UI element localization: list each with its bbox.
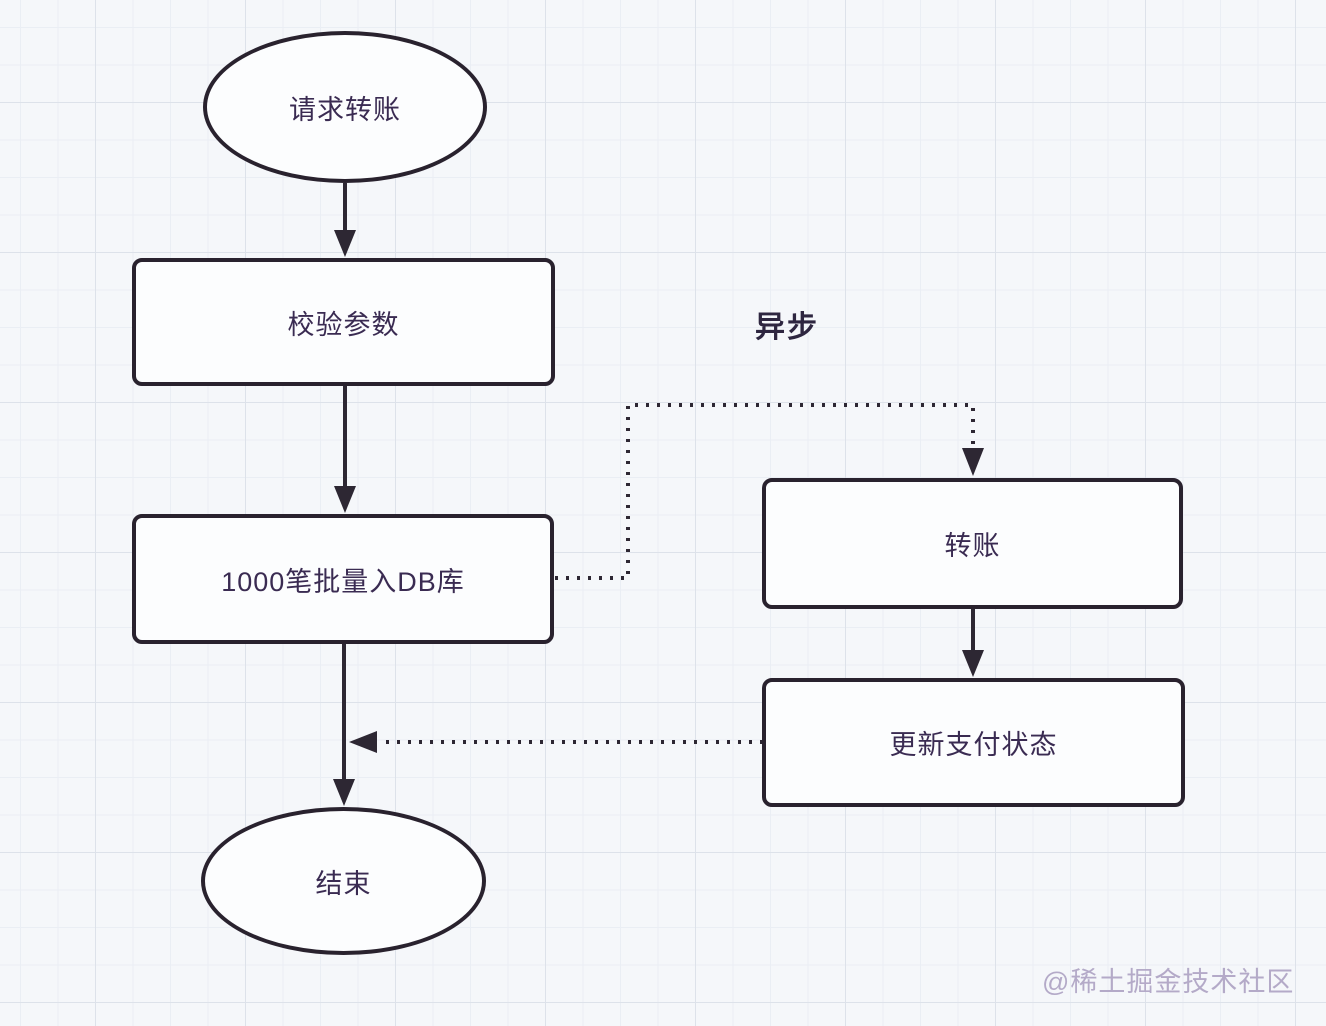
node-update-payment-status: 更新支付状态 <box>762 678 1185 807</box>
edge-transfer-update <box>962 609 984 677</box>
edge-label-async: 异步 <box>755 311 819 344</box>
node-transfer: 转账 <box>762 478 1183 609</box>
node-end-label: 结束 <box>315 868 372 899</box>
edge-batchdb-transfer-async <box>555 403 984 580</box>
node-start-label: 请求转账 <box>289 94 401 125</box>
node-transfer-label: 转账 <box>944 531 1001 561</box>
watermark-text: @稀土掘金技术社区 <box>1042 967 1295 997</box>
node-validate-params: 校验参数 <box>132 258 555 386</box>
node-update-payment-status-label: 更新支付状态 <box>889 730 1058 760</box>
edge-start-validate <box>334 183 356 257</box>
node-batch-insert-db-label: 1000笔批量入DB库 <box>221 566 465 597</box>
node-start: 请求转账 <box>203 31 487 183</box>
node-validate-params-label: 校验参数 <box>287 309 400 340</box>
node-batch-insert-db: 1000笔批量入DB库 <box>132 514 554 644</box>
edge-batchdb-end <box>333 644 355 806</box>
node-end: 结束 <box>201 807 486 955</box>
edge-validate-batchdb <box>334 386 356 513</box>
edge-update-return <box>349 731 763 753</box>
